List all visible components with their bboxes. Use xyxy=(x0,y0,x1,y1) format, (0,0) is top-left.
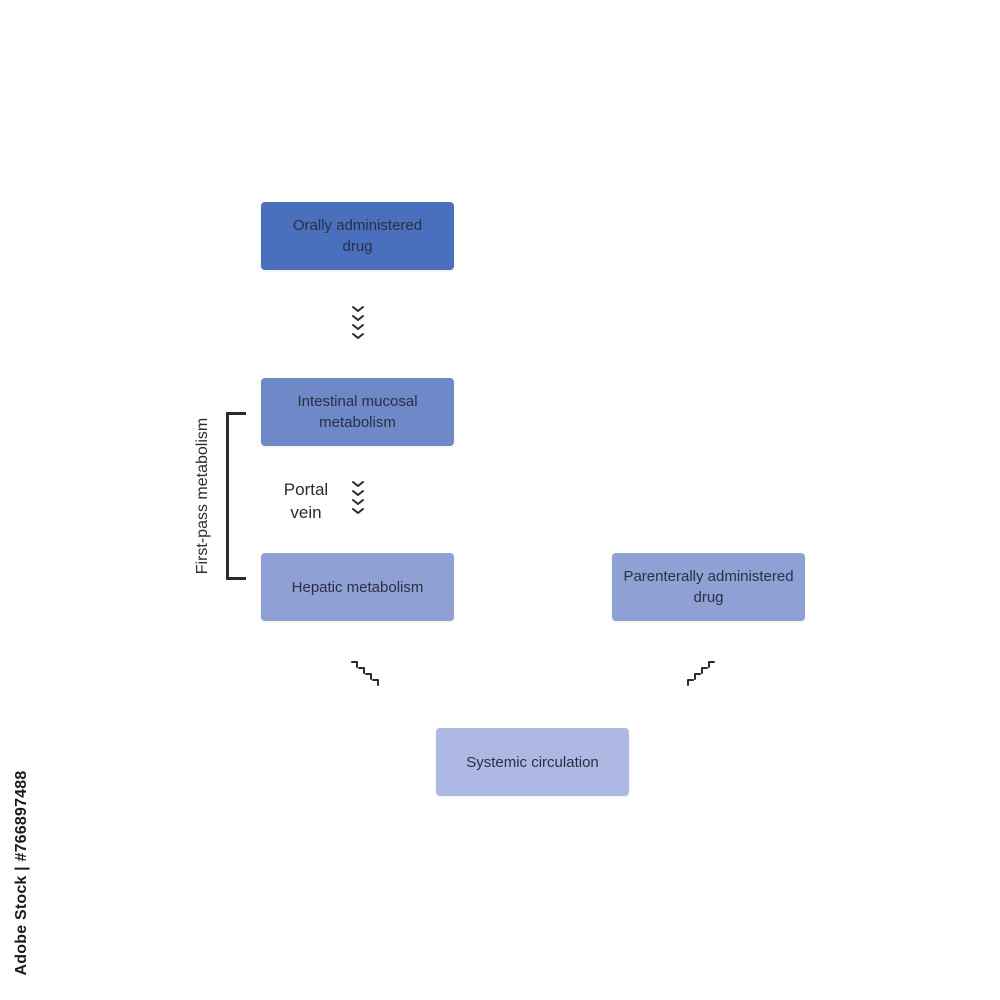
arrow-hepatic-to-systemic xyxy=(351,661,379,686)
node-systemic-circulation: Systemic circulation xyxy=(436,728,629,796)
portal-vein-label: Portal vein xyxy=(283,480,329,522)
first-pass-metabolism-label: First-pass metabolism xyxy=(194,417,211,575)
node-label: Systemic circulation xyxy=(466,753,599,771)
node-label: Intestinal mucosal metabolism xyxy=(297,393,418,431)
node-intestinal-mucosal-metabolism: Intestinal mucosal metabolism xyxy=(261,378,454,446)
node-parenterally-administered-drug: Parenterally administered drug xyxy=(612,553,805,621)
node-label: Parenterally administered drug xyxy=(623,568,794,606)
arrow-intestinal-to-hepatic xyxy=(352,481,364,514)
arrow-oral-to-intestinal xyxy=(352,306,364,339)
node-label: Orally administered drug xyxy=(292,217,423,255)
node-hepatic-metabolism: Hepatic metabolism xyxy=(261,553,454,621)
arrow-parenteral-to-systemic xyxy=(687,661,715,686)
node-label: Hepatic metabolism xyxy=(291,578,424,596)
stock-watermark-text: Adobe Stock | #766897488 xyxy=(13,770,30,976)
first-pass-bracket xyxy=(226,412,246,580)
node-orally-administered-drug: Orally administered drug xyxy=(261,202,454,270)
